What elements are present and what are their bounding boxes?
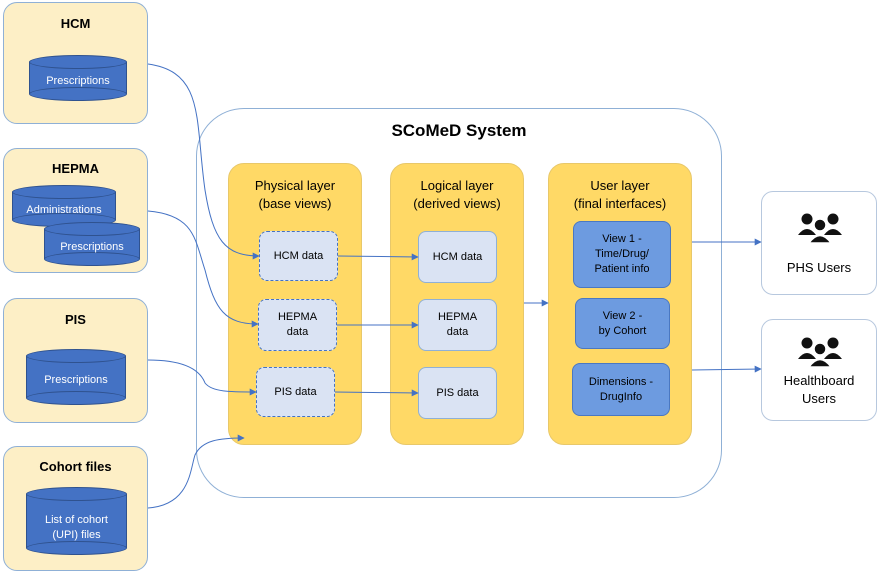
physical-hcm-data-label: HCM data [273,249,324,262]
logical-layer-title-1: Logical layer [420,178,494,193]
view2-label-1: View 2 - [602,309,643,322]
view2-by-cohort: View 2 - by Cohort [575,298,670,349]
physical-pis-data: PIS data [256,367,335,417]
user-layer-title-1: User layer [590,178,650,193]
view1-label-1: View 1 - [602,233,642,245]
logical-pis-data-label: PIS data [436,386,479,399]
hepma-prescriptions-label: Prescriptions [60,241,124,253]
healthboard-users-label-2: Users [802,391,836,406]
source-pis: PIS Prescriptions [3,298,148,423]
people-icon [798,337,842,368]
logical-hcm-data: HCM data [418,231,497,283]
logical-hepma-data-label-1: HEPMA [437,311,478,323]
hepma-prescriptions-database-icon: Prescriptions [44,222,140,266]
user-layer-title-2: (final interfaces) [573,196,667,211]
hepma-administrations-database-icon: Administrations [12,185,116,227]
hepma-administrations-label: Administrations [26,204,102,216]
physical-layer-title-2: (base views) [258,196,332,211]
source-hcm: HCM Prescriptions [3,2,148,124]
cohort-database-label-1: List of cohort [45,514,108,526]
phs-users-label: PHS Users [786,260,852,275]
logical-pis-data: PIS data [418,367,497,419]
cohort-database-label-2: (UPI) files [52,529,101,541]
physical-layer-title-1: Physical layer [254,178,336,193]
healthboard-users-box: Healthboard Users [761,319,877,421]
source-pis-title: PIS [65,312,86,327]
logical-layer-title-2: (derived views) [413,196,501,211]
view1-label-3: Patient info [594,263,650,275]
phs-users-box: PHS Users [761,191,877,295]
source-hepma: HEPMA Administrations Prescriptions [3,148,148,273]
physical-hepma-data-label-1: HEPMA [277,311,318,323]
hcm-database-icon: Prescriptions [29,55,127,101]
logical-hepma-data-label-2: data [446,326,469,338]
source-cohort: Cohort files List of cohort (UPI) files [3,446,148,571]
dimensions-druginfo: Dimensions - DrugInfo [572,363,670,416]
source-hepma-title: HEPMA [52,161,99,176]
logical-hepma-data: HEPMA data [418,299,497,351]
physical-pis-data-label: PIS data [274,385,317,398]
dimensions-label-1: Dimensions - [588,375,654,388]
hcm-database-label: Prescriptions [46,75,110,87]
physical-hcm-data: HCM data [259,231,338,281]
view1-time-drug-patient: View 1 - Time/Drug/ Patient info [573,221,671,288]
dimensions-label-2: DrugInfo [599,390,643,403]
source-cohort-title: Cohort files [39,459,112,474]
healthboard-users-label-1: Healthboard [783,373,855,388]
logical-hcm-data-label: HCM data [432,250,483,263]
system-title: SCoMeD System [391,121,527,140]
source-hcm-title: HCM [60,16,91,31]
pis-database-icon: Prescriptions [26,349,126,405]
cohort-database-icon: List of cohort (UPI) files [26,487,127,555]
people-icon [798,213,842,244]
physical-hepma-data: HEPMA data [258,299,337,351]
pis-database-label: Prescriptions [44,374,108,386]
view1-label-2: Time/Drug/ [595,248,649,260]
view2-label-2: by Cohort [598,324,647,337]
physical-hepma-data-label-2: data [286,326,309,338]
